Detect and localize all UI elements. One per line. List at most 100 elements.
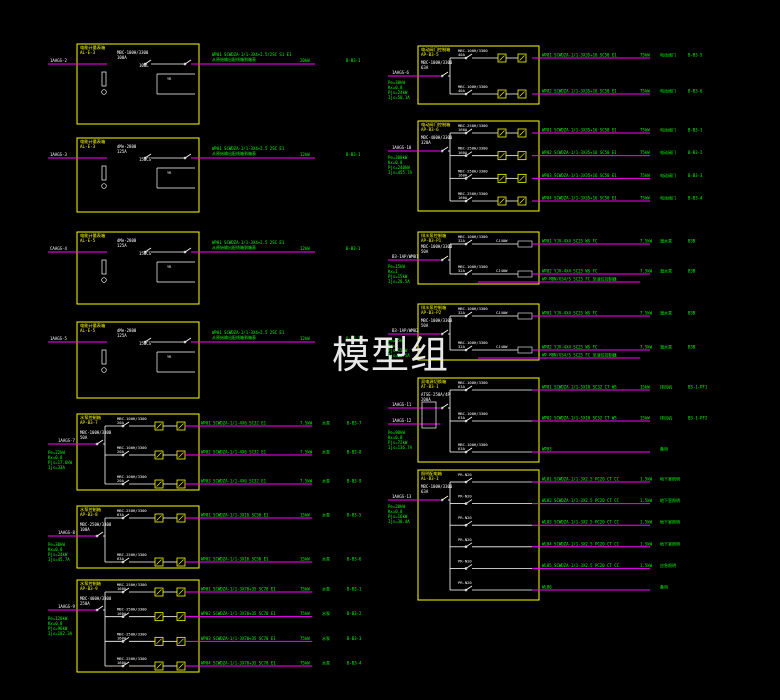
- control-note: WP-MBN/GS4/S SC25 FC 至液位控制器: [542, 276, 617, 282]
- load-calculation: Ijs=182.3A: [48, 631, 73, 636]
- panel-header: AP-B3-8: [80, 512, 98, 517]
- breaker-node-icon: [121, 664, 125, 668]
- feeder-code: B-B3-9: [347, 479, 362, 484]
- feeder-code: B-B3-5: [688, 53, 703, 58]
- feeder-load: 75kW: [300, 611, 310, 616]
- feeder-breaker-label: 32A: [458, 310, 466, 315]
- panel-header: 电能计量表箱: [80, 322, 105, 329]
- incoming-label: 1AAGS-8: [58, 530, 75, 535]
- feeder-code: B-B3-2: [347, 611, 362, 616]
- load-calculation: Ijs=136.7A: [388, 445, 413, 450]
- incoming-label: 1AAGS-6: [392, 70, 409, 75]
- feeder-spec: WP04 SCWDZA-1/1-3X70+35 SC70 E1: [201, 661, 276, 666]
- feeder-spec: WP02 SCWDZA-1/1-3X16 SC50 E1: [201, 557, 269, 562]
- panel-left-6: 水泵控制箱AP-B3-81AAGS-8Pe=30kWKx=0.8Pjs=24kW…: [48, 505, 362, 569]
- incoming-label: 1AAGS-7: [58, 438, 75, 443]
- breaker-node-icon: [464, 92, 468, 96]
- feeder-breaker-label: 160A: [458, 195, 468, 200]
- contactor-mark-icon: [499, 152, 505, 159]
- panel-left-5: 水泵控制箱AP-B3-71AAGS-7Pe=22kWKx=0.8Pjs=17.6…: [48, 413, 362, 491]
- relay-icon: [517, 240, 533, 248]
- feeder-code: B-B3-6: [688, 89, 703, 94]
- incoming-label: CAAGS-4: [50, 246, 67, 251]
- feeder-spec: WP02 SCWDZA-1/1-4X6 SC32 E1: [201, 450, 267, 455]
- panel-box: [76, 231, 200, 305]
- main-breaker-label: 200A: [421, 397, 431, 402]
- feeder-code: B3B: [688, 269, 696, 274]
- breaker-tag: 150CS: [139, 341, 152, 346]
- panel-header: AP-B3-5: [421, 52, 439, 57]
- feeder-spec: WL06: [542, 585, 552, 590]
- feeder-load: 1.5kW: [640, 520, 653, 525]
- panel-header: AP-B3-P2: [421, 310, 442, 315]
- feeder-code: B-B3-1: [346, 152, 361, 157]
- load-calculation: Ijs=28.5A: [388, 279, 410, 284]
- load-calculation: Kx=0.8: [48, 621, 63, 626]
- feeder-spec: WP01 SCWDZA-1/1-3X35+16 SC50 E1: [542, 128, 617, 133]
- contactor-icon: [517, 89, 527, 99]
- panel-right-5: 双电源切换箱AT-B3-11AAGS-111AAGS-12Pe=90kWKx=0…: [388, 377, 708, 463]
- feeder-code: B3B: [688, 345, 696, 350]
- panel-header: 电动阀门控制箱: [421, 46, 450, 53]
- feeder-spec: WP03 SCWDZA-1/1-3X35+16 SC50 E1: [542, 173, 617, 178]
- breaker-node-icon: [121, 482, 125, 486]
- feeder-load: 7.5kW: [640, 239, 653, 244]
- feeder-spec: WL01 SCWDZA-1/1-3X2.5 PC20 CT CC: [542, 477, 620, 482]
- panel-header: AP-B3-9: [80, 586, 98, 591]
- feeder-breaker-label: MBC-250H/3300: [458, 168, 488, 173]
- panel-header: 电能计量表箱: [80, 138, 105, 145]
- contactor-mark-icon: [156, 663, 162, 669]
- control-note: WP-MBN/GS4/S SC25 FC 至液位控制器: [542, 352, 617, 358]
- panel-box: [417, 377, 540, 463]
- breaker-node-icon: [121, 453, 125, 457]
- panel-header: 照明配电箱: [421, 470, 442, 477]
- breaker-node-icon: [464, 588, 468, 592]
- feeder-code: B-B3-1: [346, 336, 361, 341]
- breaker-node-icon: [121, 590, 125, 594]
- feeder-spec: WL02 SCWDZA-1/1-3X2.5 PC20 CT CC: [542, 498, 620, 503]
- panel-header: AP-B3-7: [80, 420, 98, 425]
- incoming-label: 1AAGS-5: [50, 336, 67, 341]
- feeder-code: B-B3-5: [347, 513, 362, 518]
- feeder-breaker-label: 160A: [458, 127, 468, 132]
- feeder-code: B3B: [688, 311, 696, 316]
- feeder-code: B-B3-3: [688, 173, 703, 178]
- contactor-mark-icon: [178, 663, 184, 669]
- main-breaker-label: 320A: [421, 140, 431, 145]
- incoming-label: 1AAGS-3: [50, 152, 67, 157]
- feeder-breaker-label: MBC-250H/3300: [458, 146, 488, 151]
- breaker-tag: 100L: [139, 63, 149, 68]
- feeder-breaker-label: 160A: [117, 586, 127, 591]
- panel-header: 双电源切换箱: [421, 378, 446, 385]
- feeder-breaker-label: 32A: [458, 344, 466, 349]
- main-breaker-label: 50A: [421, 249, 429, 254]
- breaker-node-icon: [440, 332, 444, 336]
- panel-left-3: 电能计量表箱AL-E-5CAAGS-4dMe-2800125A150CSYRWP…: [48, 231, 361, 305]
- feeder-spec: WL04 SCWDZA-1/1-3X2.5 PC20 CT CC: [542, 541, 620, 546]
- main-breaker-label: MBC-100H/3300: [421, 244, 453, 249]
- contactor-mark-icon: [178, 559, 184, 565]
- main-breaker-label: 63A: [421, 489, 429, 494]
- panel-header: 排水泵控制箱: [421, 232, 446, 239]
- main-breaker-label: dMe-2800: [117, 328, 137, 333]
- main-breaker-label: MBC-100H/3300: [421, 318, 453, 323]
- feeder-breaker-label: MBC-250H/3300: [117, 508, 147, 513]
- main-breaker-label: ATSE-250A/4P: [421, 392, 450, 397]
- feeder-name: 电动阀门: [660, 127, 676, 133]
- feeder-name: 水泵: [322, 660, 330, 666]
- breaker-node-icon: [464, 480, 468, 484]
- panel-left-4: 电能计量表箱AL-E-51AAGS-5dMe-2800125A150CSYRWP…: [48, 321, 361, 399]
- load-calculation: Pe=15kW: [388, 338, 405, 343]
- breaker-node-icon: [464, 177, 468, 180]
- feeder-spec: WP04 SCWDZA-1/1-3X35+16 SC50 E1: [542, 196, 617, 201]
- incoming-label: 1AAGS-9: [58, 604, 75, 609]
- breaker-node-icon: [440, 258, 444, 262]
- feeder-name: 水泵: [322, 635, 330, 641]
- panel-box: [76, 505, 200, 569]
- feeder-load: 7.5kW: [300, 479, 313, 484]
- contactor-icon: [517, 173, 527, 183]
- feeder-load: 75kW: [300, 636, 310, 641]
